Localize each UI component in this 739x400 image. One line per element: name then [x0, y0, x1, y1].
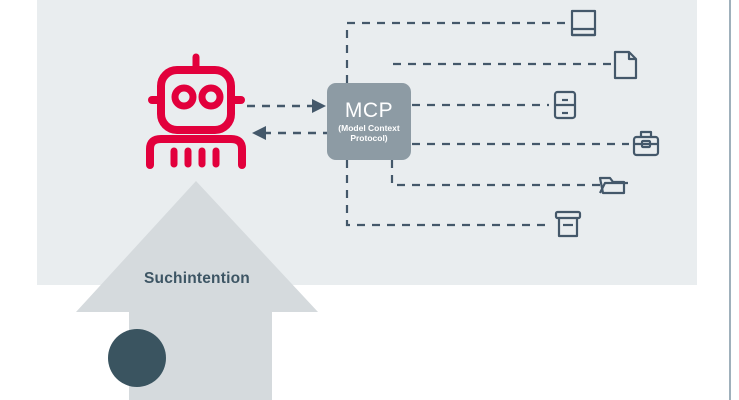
archive-box-icon — [554, 210, 582, 238]
mcp-node-subtitle: (Model Context Protocol) — [334, 122, 403, 144]
right-edge-rule — [729, 0, 731, 400]
mcp-node-subtitle-line1: (Model Context — [338, 122, 400, 133]
connector-to-book — [345, 21, 570, 83]
mcp-node-subtitle-line2: Protocol) — [350, 132, 388, 143]
mcp-node-title: MCP — [344, 98, 394, 122]
agent-mcp-connectors — [247, 99, 331, 140]
suchintention-label: Suchintention — [144, 270, 250, 287]
mcp-to-agent-arrowhead — [252, 126, 266, 140]
document-icon — [613, 50, 638, 80]
book-icon — [570, 9, 597, 37]
briefcase-icon — [632, 130, 660, 157]
mcp-resource-connectors — [345, 21, 629, 227]
mcp-node[interactable]: MCP (Model Context Protocol) — [327, 83, 411, 160]
connector-to-archive-box — [345, 160, 552, 227]
accent-dot — [108, 329, 166, 387]
filing-cabinet-icon — [553, 90, 577, 120]
folder-icon — [598, 176, 628, 195]
connector-to-folder — [390, 160, 600, 187]
agent-to-mcp-arrowhead — [312, 99, 326, 113]
robot-agent-icon — [146, 53, 246, 169]
